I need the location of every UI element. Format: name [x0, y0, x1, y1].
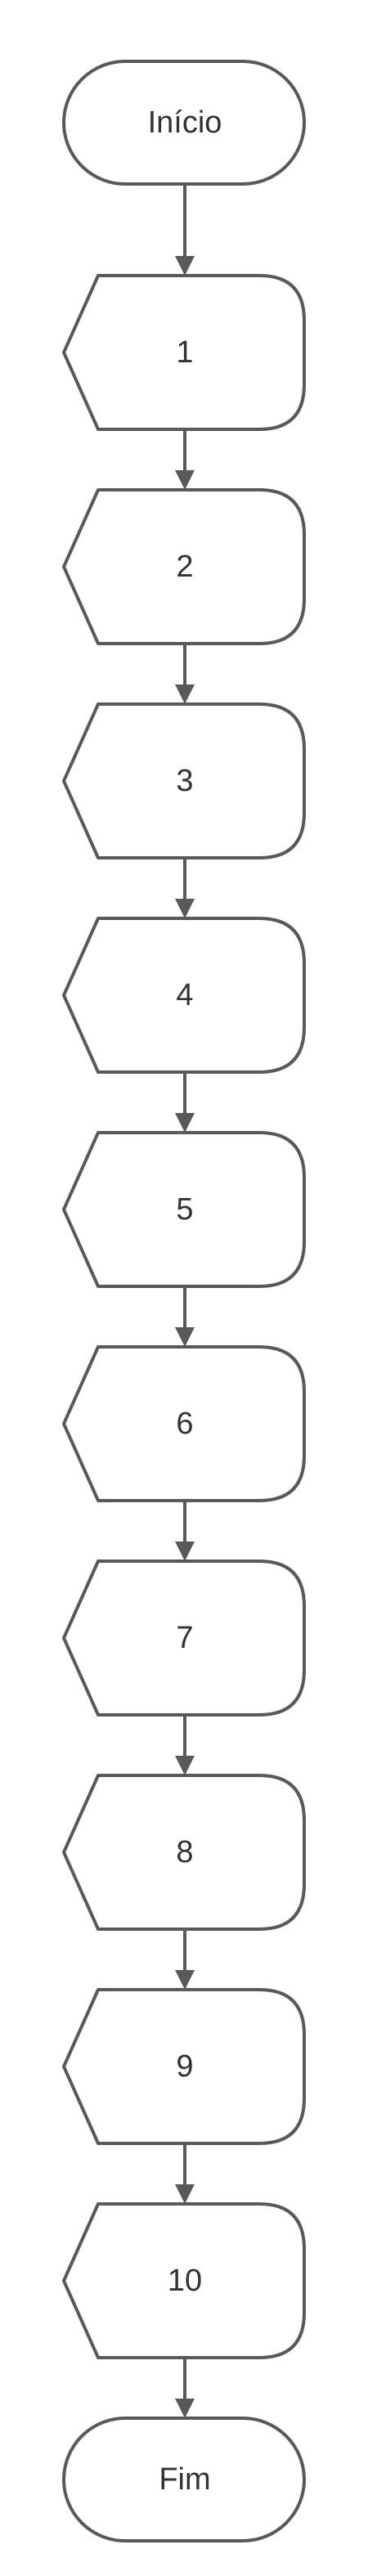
arrowhead	[175, 684, 195, 704]
node-label: Início	[148, 105, 222, 140]
edge-arrow	[175, 858, 195, 918]
edge-arrow	[175, 1286, 195, 1347]
edges-layer	[175, 184, 195, 2418]
node-label: 8	[176, 1835, 193, 1869]
display-shape	[62, 274, 306, 431]
display-node-n3: 3	[62, 702, 306, 859]
node-label: 10	[168, 2264, 202, 2298]
arrowhead	[175, 1542, 195, 1561]
node-label: 1	[176, 335, 193, 370]
terminator-shape	[62, 2417, 306, 2542]
arrowhead	[175, 899, 195, 918]
terminator-shape	[62, 60, 306, 186]
arrowhead	[175, 1113, 195, 1133]
arrowhead	[175, 1756, 195, 1775]
display-shape	[62, 702, 306, 859]
arrowhead	[175, 2399, 195, 2418]
node-label: 3	[176, 764, 193, 798]
node-label: 4	[176, 978, 193, 1012]
arrowhead	[175, 2184, 195, 2204]
display-shape	[62, 488, 306, 645]
node-label: 6	[176, 1407, 193, 1441]
display-shape	[62, 1131, 306, 1288]
edge-arrow	[175, 1072, 195, 1133]
display-shape	[62, 917, 306, 1074]
node-label: 7	[176, 1621, 193, 1655]
display-node-n8: 8	[62, 1774, 306, 1931]
display-node-n6: 6	[62, 1345, 306, 1502]
edge-arrow	[175, 1501, 195, 1561]
edge-arrow	[175, 184, 195, 276]
node-label: Fim	[159, 2462, 210, 2497]
display-node-n7: 7	[62, 1560, 306, 1717]
display-node-n5: 5	[62, 1131, 306, 1288]
edge-arrow	[175, 644, 195, 704]
arrowhead	[175, 1327, 195, 1347]
arrowhead	[175, 256, 195, 276]
arrowhead	[175, 470, 195, 490]
display-shape	[62, 1560, 306, 1717]
display-node-n10: 10	[62, 2202, 306, 2359]
display-node-n9: 9	[62, 1988, 306, 2145]
display-shape	[62, 1774, 306, 1931]
display-shape	[62, 1988, 306, 2145]
arrowhead	[175, 1970, 195, 1990]
edge-arrow	[175, 1715, 195, 1775]
edge-arrow	[175, 429, 195, 490]
display-node-n4: 4	[62, 917, 306, 1074]
display-shape	[62, 1345, 306, 1502]
edge-arrow	[175, 2143, 195, 2204]
display-node-n2: 2	[62, 488, 306, 645]
display-shape	[62, 2202, 306, 2359]
node-label: 9	[176, 2049, 193, 2084]
display-node-n1: 1	[62, 274, 306, 431]
edge-arrow	[175, 1929, 195, 1990]
terminator-node-end: Fim	[62, 2417, 306, 2542]
terminator-node-start: Início	[62, 60, 306, 186]
node-label: 2	[176, 550, 193, 584]
node-label: 5	[176, 1192, 193, 1227]
edge-arrow	[175, 2358, 195, 2418]
